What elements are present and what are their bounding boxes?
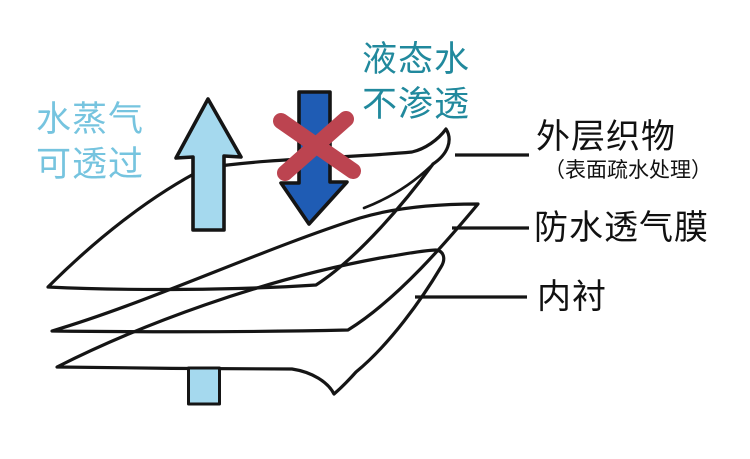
blocked-cross-icon: [273, 111, 361, 181]
liquid-annotation-line1: 液态水: [362, 40, 471, 79]
vapor-up-arrow-icon: [174, 97, 243, 232]
vapor-annotation-line2: 可透过: [36, 145, 145, 184]
liquid-annotation-line2: 不渗透: [362, 85, 471, 124]
cross-stroke-2: [277, 111, 354, 181]
outer-fabric-label-subtitle: （表面疏水处理）: [544, 159, 712, 182]
vapor-arrow-tail: [187, 366, 221, 406]
outer-fabric-label: 外层织物 （表面疏水处理）: [536, 119, 712, 183]
vapor-annotation-line1: 水蒸气: [36, 100, 145, 139]
liner-layer-shape: [55, 248, 446, 396]
liner-label: 内衬: [537, 278, 607, 316]
vapor-annotation: 水蒸气 可透过: [36, 97, 144, 187]
outer-fabric-curl-fold-line: [362, 164, 433, 210]
outer-fabric-label-title: 外层织物: [536, 118, 676, 156]
liquid-annotation: 液态水 不渗透: [362, 37, 470, 127]
membrane-label: 防水透气膜: [534, 209, 709, 247]
membrane-layer-shape: [50, 202, 480, 334]
